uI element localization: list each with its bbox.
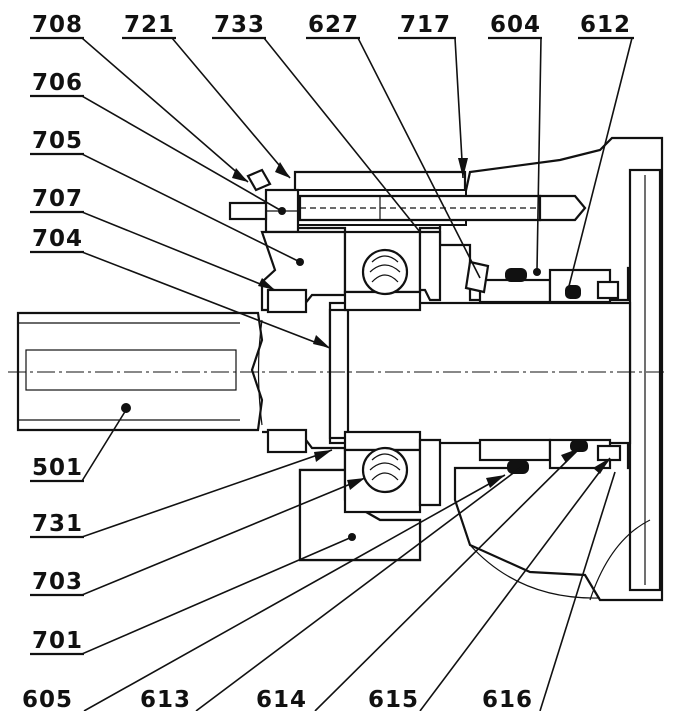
left-callouts: 706 705 707 704 501 731 703 701 — [30, 70, 84, 656]
callout-501: 501 — [32, 455, 83, 481]
bearing-retainer — [418, 230, 442, 507]
callout-605: 605 — [22, 687, 73, 711]
callout-706: 706 — [32, 70, 83, 96]
shaft-sleeve — [328, 308, 350, 440]
callout-616: 616 — [482, 687, 533, 711]
top-callouts: 708 721 733 627 717 604 612 — [30, 12, 634, 40]
callout-612: 612 — [580, 12, 631, 38]
callout-701: 701 — [32, 628, 83, 654]
callout-615: 615 — [368, 687, 419, 711]
callout-708: 708 — [32, 12, 83, 38]
callout-604: 604 — [490, 12, 541, 38]
callout-627: 627 — [308, 12, 359, 38]
pump-housing — [438, 136, 664, 602]
callout-707: 707 — [32, 186, 83, 212]
callout-733: 733 — [214, 12, 265, 38]
callout-614: 614 — [256, 687, 307, 711]
shaft — [16, 301, 632, 445]
callout-703: 703 — [32, 569, 83, 595]
nut-and-grease-nipple — [228, 168, 300, 234]
mechanical-seal — [464, 260, 622, 474]
shaft-seal-left — [266, 288, 308, 454]
callout-613: 613 — [140, 687, 191, 711]
callout-717: 717 — [400, 12, 451, 38]
callout-705: 705 — [32, 128, 83, 154]
bottom-callouts: 605 613 614 615 616 — [22, 687, 533, 711]
callout-721: 721 — [124, 12, 175, 38]
callout-731: 731 — [32, 511, 83, 537]
callout-704: 704 — [32, 226, 83, 252]
